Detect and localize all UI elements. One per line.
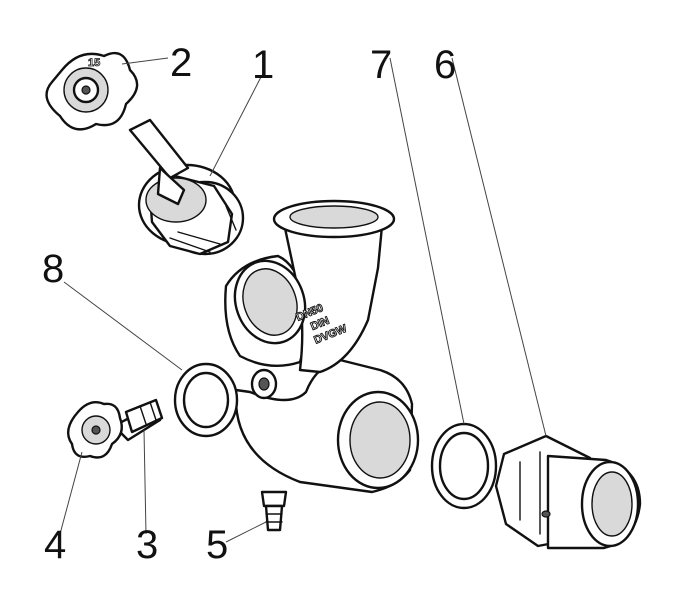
part-8-gasket — [173, 362, 239, 438]
leader-lines — [59, 57, 547, 543]
leader-5 — [225, 521, 267, 543]
part-5-nipple — [260, 490, 288, 532]
part-7-gasket — [430, 422, 498, 510]
leader-6 — [451, 57, 547, 437]
callout-3: 3 — [136, 523, 158, 567]
part-6-union — [494, 434, 642, 550]
leader-3 — [143, 429, 147, 535]
part-1-bonnet — [137, 163, 245, 256]
leader-8 — [63, 281, 183, 371]
callout-1: 1 — [252, 43, 274, 87]
handwheel-mark: 15 — [88, 57, 100, 69]
callout-4: 4 — [44, 523, 66, 567]
leader-2 — [121, 57, 169, 65]
part-2-handwheel: 15 — [45, 51, 190, 206]
callout-7: 7 — [370, 43, 392, 87]
callout-6: 6 — [434, 43, 456, 87]
valve-body: DN50 DIN DVGW — [224, 199, 420, 494]
callout-2: 2 — [170, 41, 192, 85]
part-3-stem — [124, 398, 164, 434]
leader-4 — [59, 451, 83, 535]
leader-7 — [389, 57, 465, 425]
callout-8: 8 — [42, 247, 64, 291]
leader-1 — [209, 74, 263, 177]
callout-5: 5 — [206, 523, 228, 567]
callout-labels: 1 2 3 4 5 6 7 8 — [42, 41, 456, 567]
